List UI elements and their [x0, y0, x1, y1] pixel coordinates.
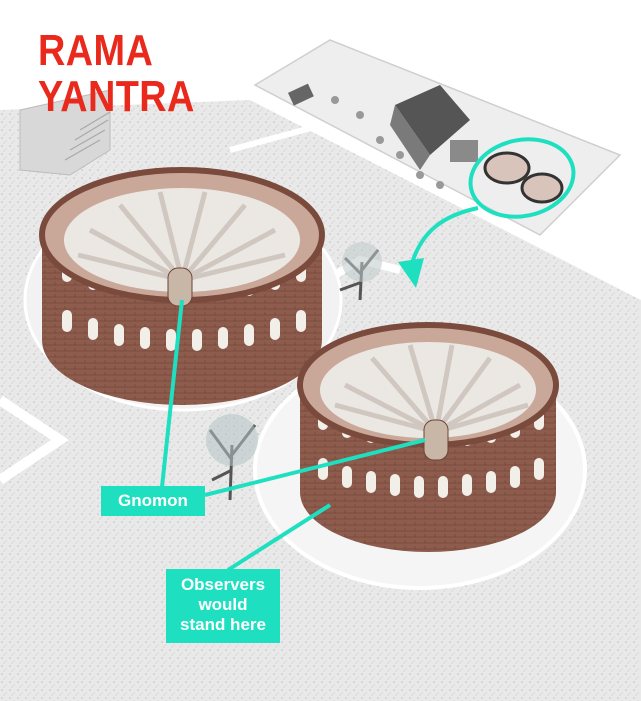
page-title: RAMA YANTRA — [38, 28, 195, 120]
title-line-2: YANTRA — [38, 72, 195, 121]
stairs-structure — [19, 89, 111, 176]
observers-label-line-2: would — [198, 595, 248, 614]
tree — [339, 242, 382, 301]
pointer-arrow — [398, 206, 479, 288]
cylindrical-structure-2 — [297, 322, 559, 552]
title-line-1: RAMA — [38, 26, 154, 75]
observers-label-line-3: stand here — [180, 615, 266, 634]
gnomon-leader-lines — [160, 299, 426, 497]
tree — [206, 414, 258, 501]
cylindrical-structure-1 — [39, 167, 325, 405]
gnomon-label: Gnomon — [101, 486, 205, 516]
site-map-inset — [253, 39, 622, 236]
observers-label: Observers would stand here — [166, 569, 280, 643]
observers-label-line-1: Observers — [180, 575, 266, 594]
observers-leader-line — [226, 503, 332, 572]
